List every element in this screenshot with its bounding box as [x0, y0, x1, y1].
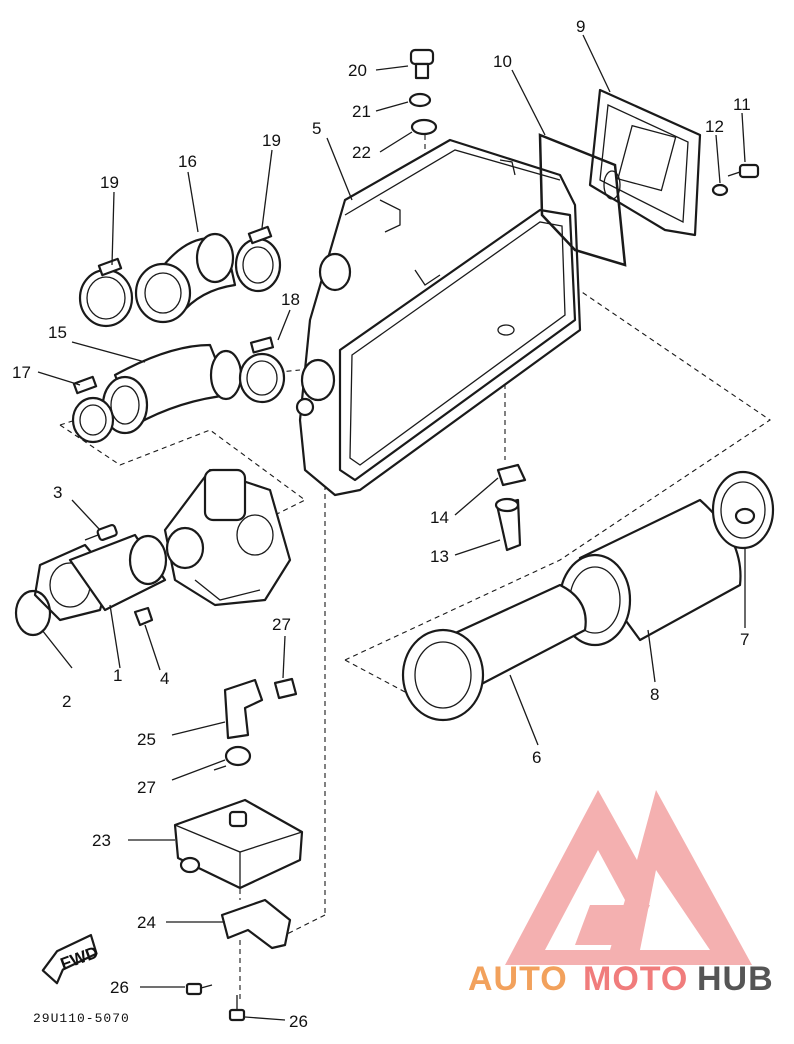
callout-17: 17	[12, 363, 31, 382]
clip-27-lower	[213, 745, 252, 771]
cap-7	[711, 470, 775, 550]
callout-16: 16	[178, 152, 197, 171]
fwd-arrow-icon: FWD	[41, 933, 101, 985]
drain-box-23	[173, 798, 304, 890]
joint-16	[78, 225, 282, 328]
nut-4	[133, 606, 154, 627]
callout-3: 3	[53, 483, 62, 502]
screw-26-bottom	[228, 995, 246, 1022]
intake-manifold-1	[33, 533, 168, 622]
callout-9: 9	[576, 17, 585, 36]
callout-11: 11	[733, 95, 751, 114]
callout-12: 12	[705, 117, 724, 136]
callout-13: 13	[430, 547, 449, 566]
callout-19-left: 19	[100, 173, 119, 192]
washer-12	[711, 183, 729, 197]
callout-26-bottom: 26	[289, 1012, 308, 1031]
element-6	[401, 583, 587, 722]
air-filter-case	[295, 138, 582, 497]
watermark-text: AUTO MOTO HUB	[468, 960, 774, 998]
callout-24: 24	[137, 913, 156, 932]
callout-14: 14	[430, 508, 449, 527]
watermark-logo	[505, 790, 752, 965]
callout-22: 22	[352, 143, 371, 162]
screw-26-left	[185, 982, 213, 996]
bolt-20	[409, 48, 435, 80]
joint-15	[71, 336, 286, 444]
carburetor	[163, 468, 292, 607]
callout-6: 6	[532, 748, 541, 767]
cover-gasket	[538, 133, 627, 267]
callout-2: 2	[62, 692, 71, 711]
drain-plug-13	[494, 497, 522, 552]
callout-23: 23	[92, 831, 111, 850]
collar-22	[410, 118, 438, 136]
callout-4: 4	[160, 669, 169, 688]
callout-5: 5	[312, 119, 321, 138]
callout-10: 10	[493, 52, 512, 71]
callout-labels: 20 21 22 5 10 9 12 11 19 16 19 18 15 17 …	[12, 17, 751, 1031]
washer-21	[408, 92, 432, 108]
leader-lines	[37, 34, 746, 1021]
callout-27-upper: 27	[272, 615, 291, 634]
callout-21: 21	[352, 102, 371, 121]
hose-25	[223, 678, 264, 740]
callout-15: 15	[48, 323, 67, 342]
screw-11	[727, 163, 760, 179]
watermark-auto: AUTO	[468, 960, 568, 998]
watermark-moto: MOTO	[583, 960, 688, 998]
callout-18: 18	[281, 290, 300, 309]
watermark-hub: HUB	[697, 960, 774, 998]
diagram-code: 29U110-5070	[33, 1011, 130, 1026]
callout-26-left: 26	[110, 978, 129, 997]
bolt-3	[84, 523, 118, 541]
bracket-24	[220, 898, 292, 950]
callout-27-lower: 27	[137, 778, 156, 797]
callout-20: 20	[348, 61, 367, 80]
callout-25: 25	[137, 730, 156, 749]
callout-7: 7	[740, 630, 749, 649]
callout-1: 1	[113, 666, 122, 685]
callout-19-right: 19	[262, 131, 281, 150]
clip-27-upper	[273, 677, 298, 700]
o-ring-2	[14, 589, 52, 637]
clamp-14	[496, 463, 527, 487]
callout-8: 8	[650, 685, 659, 704]
